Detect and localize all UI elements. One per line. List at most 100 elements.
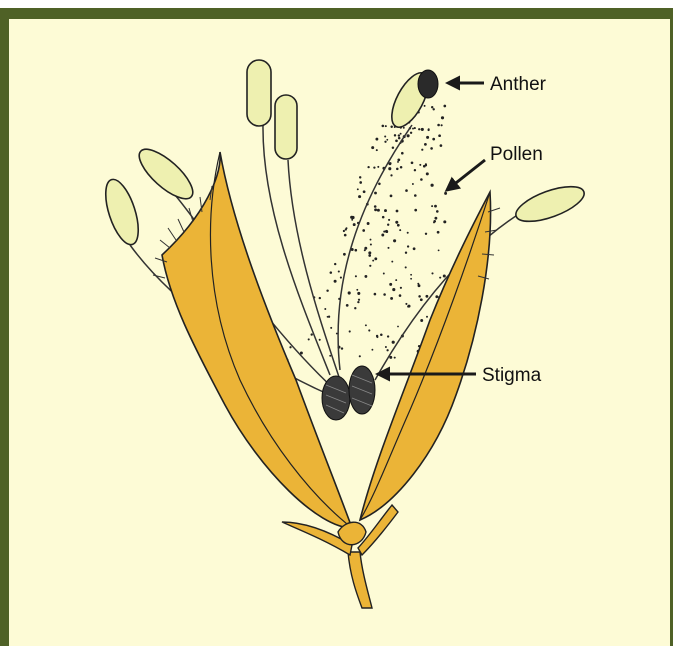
pollen-grain <box>364 249 366 251</box>
pollen-grain <box>443 274 446 277</box>
left-glume-outer <box>162 152 352 528</box>
pollen-grain <box>401 152 404 155</box>
pollen-grain <box>386 230 389 233</box>
filament-3 <box>338 125 412 370</box>
pollen-grain <box>428 129 430 131</box>
pollen-grain <box>370 239 372 241</box>
pollen-grain <box>392 341 395 344</box>
anther-2 <box>275 95 297 159</box>
pollen-grain <box>349 330 351 332</box>
pollen-grain <box>431 106 433 108</box>
pollen-grain <box>311 333 313 335</box>
pollen-grain <box>439 277 441 279</box>
pollen-grain <box>382 125 385 128</box>
pollen-grain <box>338 270 340 272</box>
pollen-grain <box>330 327 332 329</box>
pollen-grain <box>326 289 328 291</box>
pollen-grain <box>400 133 402 135</box>
pollen-grain <box>395 139 398 142</box>
pollen-grain <box>354 249 357 252</box>
pollen-grain <box>367 166 369 168</box>
pollen-grain <box>374 257 377 260</box>
pollen-grain <box>383 231 385 233</box>
pollen-grain <box>407 134 410 137</box>
pollen-grain <box>424 105 426 107</box>
pollen-grain <box>351 219 353 221</box>
pollen-grain <box>410 278 412 280</box>
pollen-grain <box>340 277 342 279</box>
pollen-grain <box>421 128 424 131</box>
pollen-grain <box>324 308 326 310</box>
pollen-grain <box>395 221 398 224</box>
pollen-cloud <box>287 104 450 361</box>
anther-label: Anther <box>490 74 547 95</box>
pollen-grain <box>355 275 357 277</box>
pollen-grain <box>436 210 439 213</box>
pollen-grain <box>377 166 379 168</box>
pollen-grain <box>319 339 321 341</box>
pollen-grain <box>396 210 399 213</box>
pollen-grain <box>431 272 433 274</box>
pollen-grain <box>378 183 381 186</box>
pollen-grain <box>444 192 447 195</box>
pollen-grain <box>397 159 400 162</box>
pollen-grain <box>376 336 378 338</box>
pollen-grain <box>400 287 402 289</box>
pollen-grain <box>357 301 359 303</box>
pollen-grain <box>289 346 291 348</box>
pollen-grain <box>357 188 359 190</box>
pollen-grain <box>369 265 371 267</box>
anther-4 <box>132 142 200 207</box>
pollen-grain <box>405 266 407 268</box>
pollen-grain <box>403 127 405 129</box>
pollen-grain <box>443 105 446 108</box>
anther-pollen-cluster <box>418 70 438 98</box>
pollen-grain <box>395 279 397 281</box>
pollen-grain <box>358 299 360 301</box>
pollen-grain <box>359 176 361 178</box>
pollen-grain <box>384 135 386 137</box>
pollen-grain <box>414 194 417 197</box>
pollen-grain <box>426 136 429 139</box>
pollen-grain <box>418 128 420 130</box>
pollen-grain <box>348 291 351 294</box>
anther-1 <box>247 60 271 126</box>
pollen-grain <box>390 125 392 127</box>
pollen-grain <box>359 355 361 357</box>
pollen-grain <box>382 216 385 219</box>
pollen-grain <box>381 234 384 237</box>
pollen-label: Pollen <box>490 144 543 165</box>
pollen-grain <box>359 181 362 184</box>
pollen-grain <box>329 355 331 357</box>
pollen-grain <box>388 167 391 170</box>
pollen-grain <box>375 138 378 141</box>
pollen-grain <box>389 356 392 359</box>
pollen-grain <box>388 219 390 221</box>
pollen-grain <box>319 297 321 299</box>
pollen-grain <box>387 335 389 337</box>
anther-3 <box>99 176 145 249</box>
pollen-grain <box>430 147 433 150</box>
pollen-grain <box>397 326 399 328</box>
pollen-grain <box>418 295 421 298</box>
pollen-grain <box>405 252 407 254</box>
pollen-grain <box>410 274 412 276</box>
pollen-arrow <box>447 160 485 190</box>
pollen-grain <box>418 284 421 287</box>
pollen-grain <box>400 166 403 169</box>
pollen-grain <box>414 209 417 212</box>
right-glume-outer <box>360 192 491 520</box>
pollen-grain <box>431 205 433 207</box>
pollen-grain <box>437 124 440 127</box>
pollen-grain <box>413 247 416 250</box>
pollen-grain <box>368 329 370 331</box>
pollen-grain <box>390 174 392 176</box>
pollen-grain <box>357 292 360 295</box>
pollen-grain <box>387 224 389 226</box>
pollen-grain <box>368 254 371 257</box>
pollen-grain <box>377 209 380 212</box>
pollen-grain <box>441 124 443 126</box>
pollen-grain <box>356 289 358 291</box>
pollen-grain <box>391 261 393 263</box>
